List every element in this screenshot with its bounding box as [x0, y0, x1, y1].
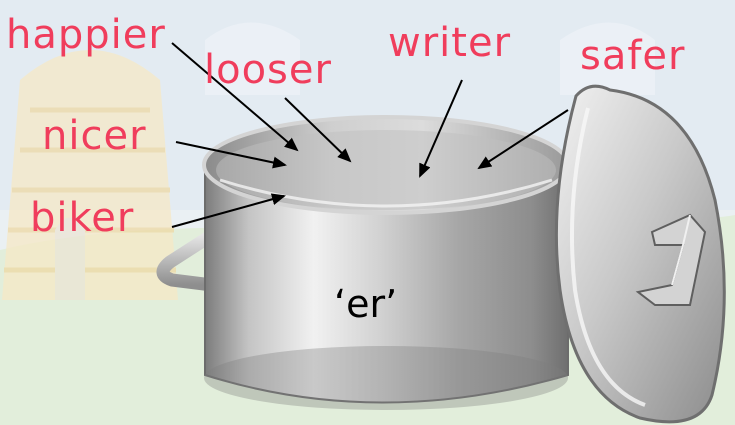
background-huts: [205, 22, 655, 95]
arrow-safer: [477, 109, 569, 170]
word-nicer: nicer: [42, 113, 147, 159]
beehive-icon: [2, 50, 178, 300]
arrow-happier: [171, 42, 299, 152]
pot-label: ‘er’: [334, 282, 398, 326]
word-arrows: [171, 42, 569, 228]
word-biker: biker: [30, 195, 135, 241]
word-happier: happier: [6, 12, 166, 58]
pot-left-handle: [156, 228, 219, 292]
pot-lid: [554, 84, 726, 424]
arrow-writer: [419, 79, 463, 178]
arrow-looser: [284, 97, 352, 163]
word-looser: looser: [204, 47, 332, 93]
word-writer: writer: [388, 20, 512, 66]
cooking-pot: [202, 115, 570, 410]
arrow-biker: [171, 193, 286, 228]
lid-handle: [635, 213, 707, 306]
arrow-nicer: [175, 141, 287, 169]
word-safer: safer: [580, 33, 686, 79]
